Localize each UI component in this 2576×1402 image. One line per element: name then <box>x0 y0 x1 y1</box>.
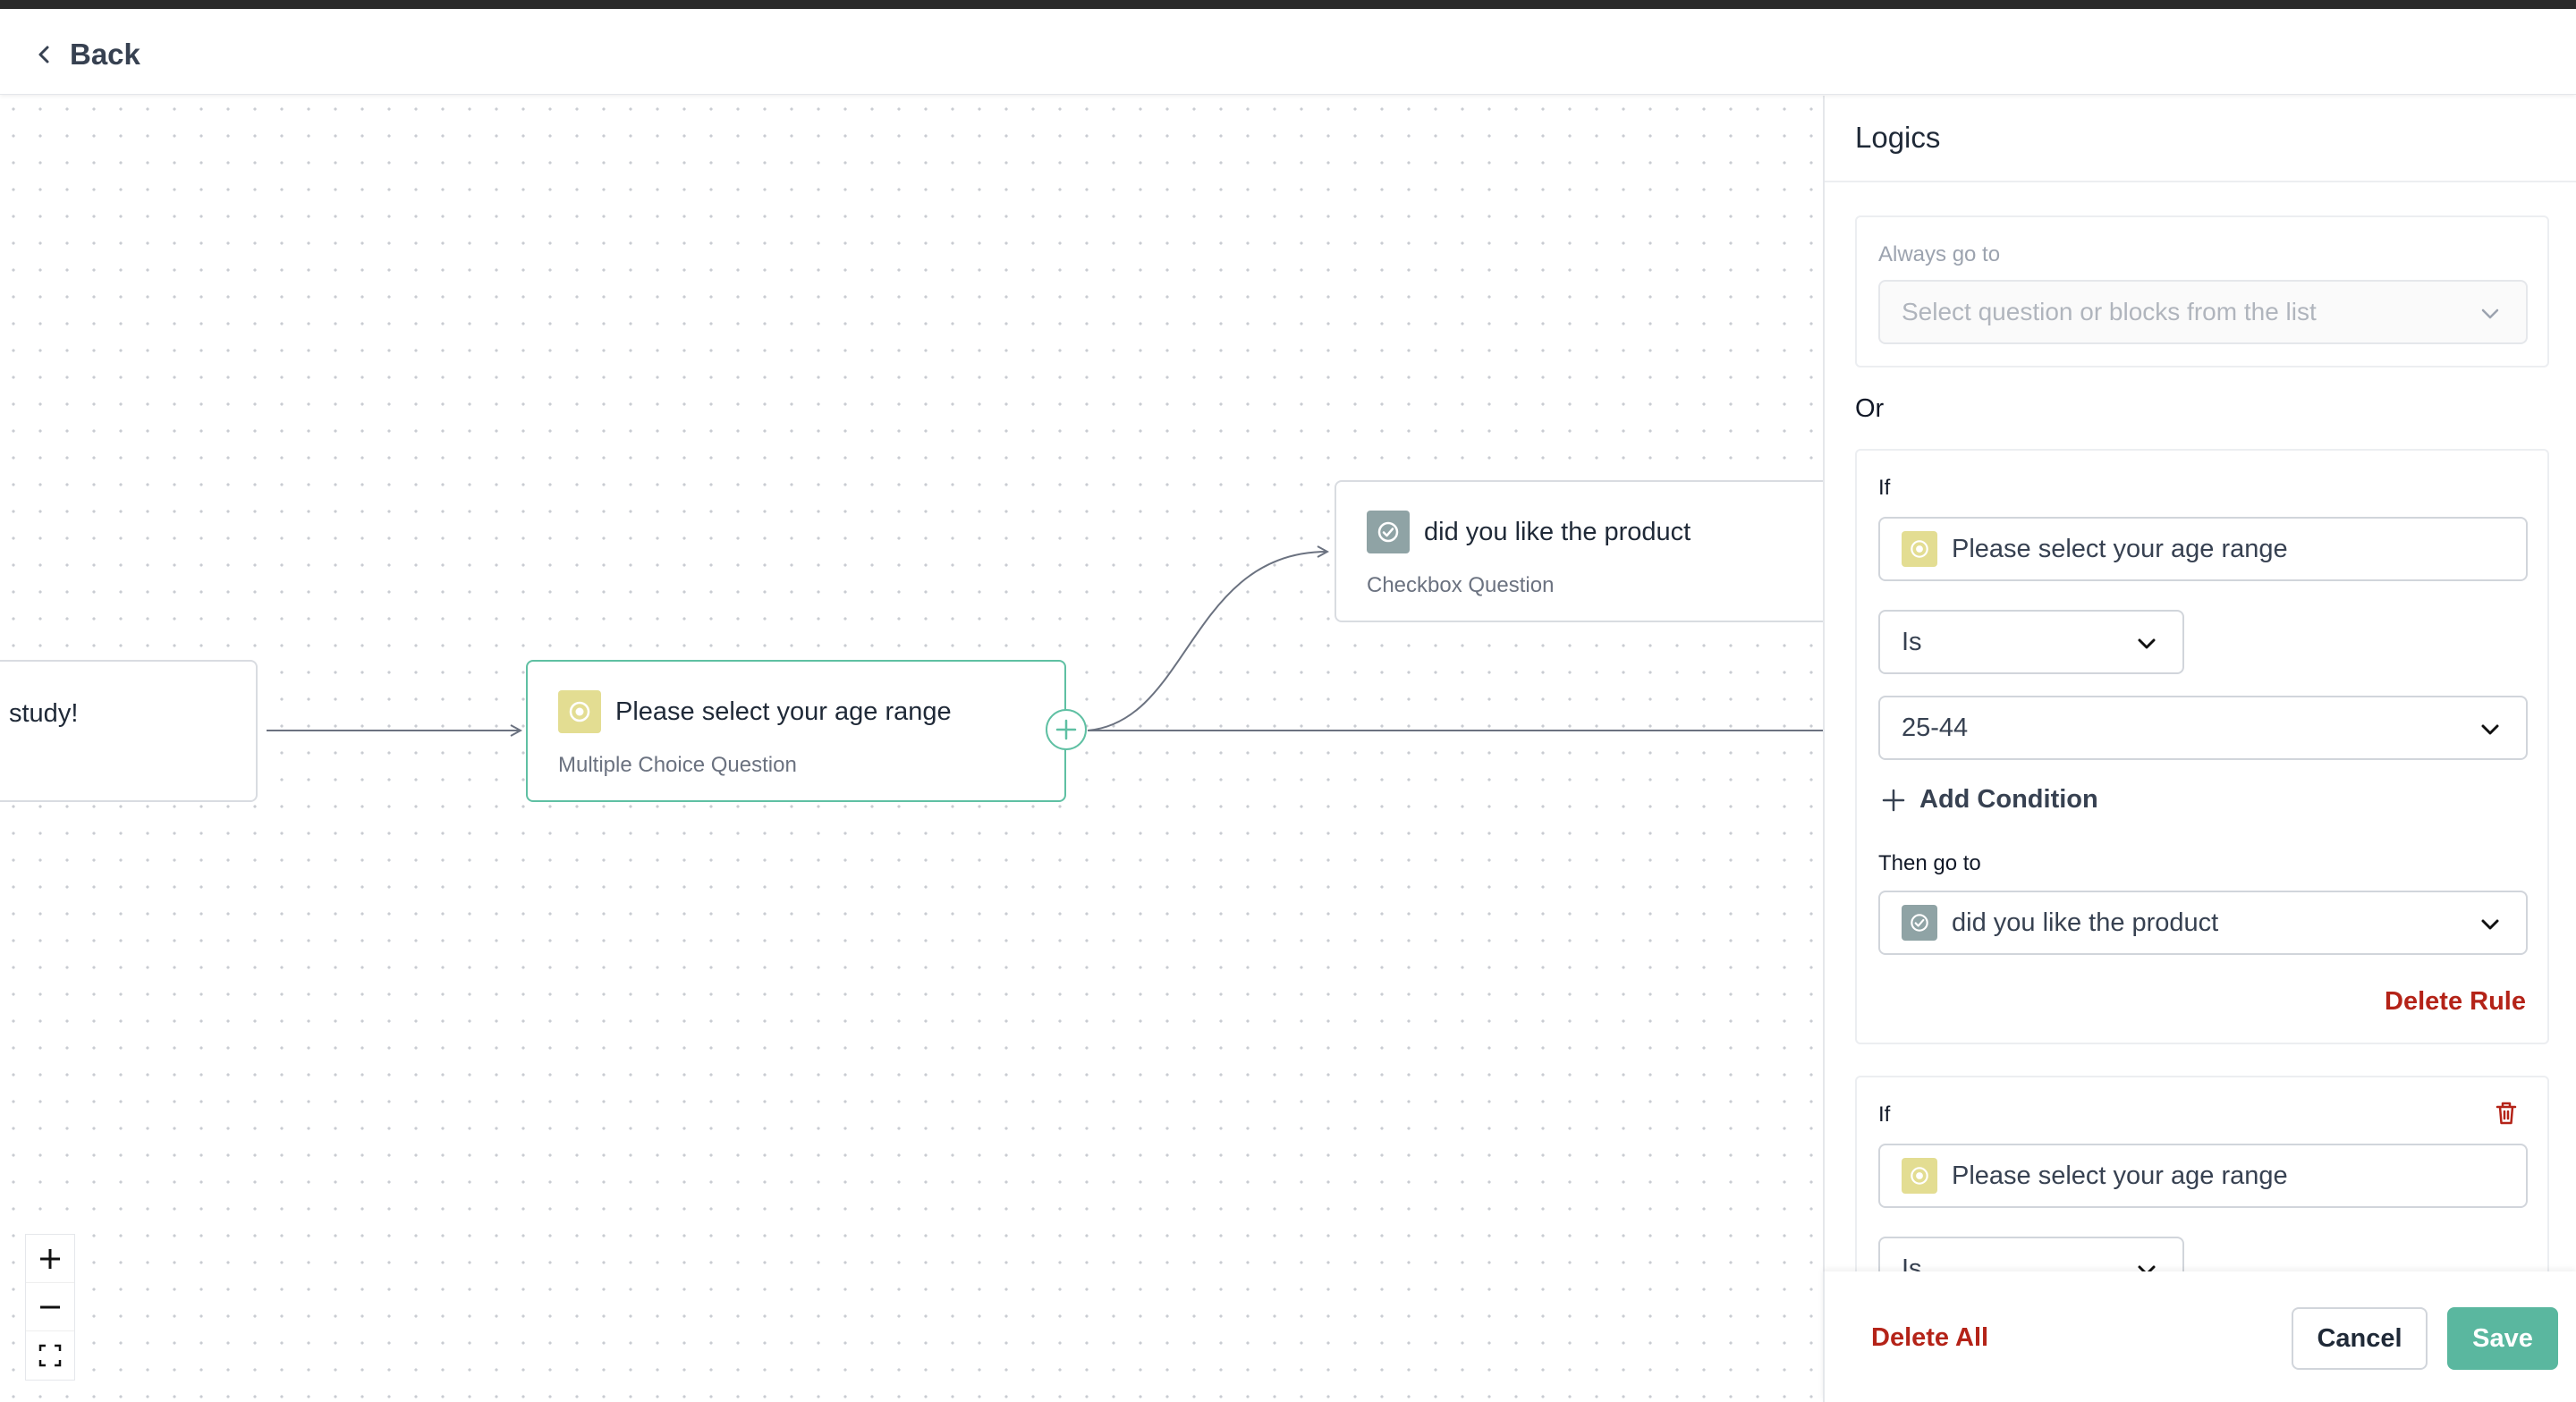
logic-rule-card: If Please select your age range Is 25-44… <box>1855 449 2549 1044</box>
plus-icon <box>40 1248 60 1269</box>
node-title: study! <box>9 699 79 728</box>
chevron-down-icon <box>2481 919 2499 930</box>
checkbox-question-icon <box>1367 511 1410 553</box>
node-product[interactable]: did you like the product Checkbox Questi… <box>1335 480 1825 622</box>
or-label: Or <box>1855 394 1885 423</box>
node-subtitle: Checkbox Question <box>1367 573 1555 597</box>
chevron-down-icon <box>2138 638 2156 649</box>
condition-question-field[interactable]: Please select your age range <box>1878 517 2528 581</box>
zoom-out-button[interactable] <box>26 1283 74 1331</box>
logics-panel: Logics Always go to Select question or b… <box>1823 96 2576 1402</box>
edge-age-to-product <box>1087 552 1327 731</box>
condition-question-text: Please select your age range <box>1952 534 2288 563</box>
operator-value: Is <box>1902 627 1922 656</box>
plus-icon <box>1882 789 1905 811</box>
window-top-strip <box>0 0 2576 9</box>
select-placeholder: Select question or blocks from the list <box>1902 298 2317 325</box>
delete-all-button[interactable]: Delete All <box>1871 1323 1989 1352</box>
then-go-to-value: did you like the product <box>1952 908 2219 937</box>
multiple-choice-icon <box>1902 531 1937 567</box>
multiple-choice-icon <box>558 690 601 733</box>
flow-edges <box>267 96 1825 1402</box>
minus-icon <box>40 1305 60 1308</box>
add-condition-label: Add Condition <box>1919 785 2098 814</box>
panel-divider <box>1825 181 2576 182</box>
zoom-in-button[interactable] <box>26 1235 74 1283</box>
add-condition-button[interactable]: Add Condition <box>1882 785 2098 815</box>
chevron-down-icon <box>2481 724 2499 735</box>
panel-title: Logics <box>1855 121 1941 154</box>
save-button[interactable]: Save <box>2447 1307 2558 1370</box>
node-age-range[interactable]: Please select your age range Multiple Ch… <box>526 660 1066 802</box>
back-button[interactable]: Back <box>34 32 140 77</box>
then-go-to-select[interactable]: did you like the product <box>1878 891 2528 955</box>
trash-icon <box>2496 1102 2517 1125</box>
always-go-to-card: Always go to Select question or blocks f… <box>1855 215 2549 367</box>
if-label: If <box>1878 1102 1891 1127</box>
node-subtitle: Multiple Choice Question <box>558 753 797 777</box>
flow-canvas[interactable]: study! Please select your age range Mult… <box>0 96 1825 1402</box>
back-label: Back <box>70 38 140 71</box>
fit-view-button[interactable] <box>26 1331 74 1380</box>
then-go-to-label: Then go to <box>1878 851 1981 875</box>
always-go-to-select[interactable]: Select question or blocks from the list <box>1878 280 2528 344</box>
operator-select[interactable]: Is <box>1878 610 2184 674</box>
panel-footer: Delete All Cancel Save <box>1823 1271 2576 1402</box>
chevron-down-icon <box>2481 308 2499 319</box>
top-header: Back <box>0 9 2576 95</box>
zoom-controls <box>25 1234 75 1381</box>
delete-rule-button[interactable] <box>2492 1099 2521 1128</box>
node-welcome[interactable]: study! <box>0 660 258 802</box>
node-title: did you like the product <box>1424 518 1691 546</box>
chevron-left-icon <box>38 46 49 63</box>
delete-rule-button[interactable]: Delete Rule <box>2385 987 2526 1016</box>
add-branch-button[interactable] <box>1046 709 1087 750</box>
cancel-button[interactable]: Cancel <box>2292 1307 2428 1370</box>
multiple-choice-icon <box>1902 1158 1937 1194</box>
checkbox-question-icon <box>1902 905 1937 941</box>
always-go-to-label: Always go to <box>1878 242 2001 266</box>
node-title: Please select your age range <box>615 697 952 726</box>
condition-question-field[interactable]: Please select your age range <box>1878 1144 2528 1208</box>
plus-icon <box>1055 719 1077 740</box>
answer-value-select[interactable]: 25-44 <box>1878 696 2528 760</box>
condition-question-text: Please select your age range <box>1952 1161 2288 1190</box>
if-label: If <box>1878 476 1891 500</box>
fit-view-icon <box>38 1344 62 1367</box>
answer-value: 25-44 <box>1902 713 1969 742</box>
